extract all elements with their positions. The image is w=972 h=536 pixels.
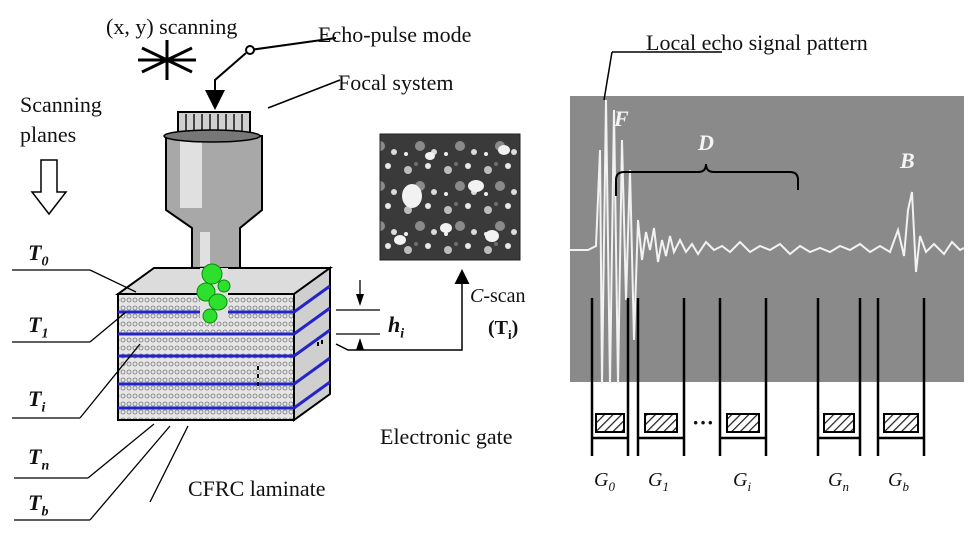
xy-scanning-arrows-icon bbox=[138, 40, 196, 80]
gate-hatch-boxes bbox=[595, 413, 919, 433]
scanning-planes-label: Scanning planes bbox=[20, 92, 102, 147]
layer-label-tn: Tn bbox=[28, 444, 50, 474]
focal-system-label: Focal system bbox=[338, 70, 454, 95]
gate-ellipsis: ··· bbox=[692, 410, 715, 435]
thickness-marker bbox=[336, 280, 380, 350]
cscan-label: C-scan bbox=[470, 285, 526, 307]
gate-label-g0: G0 bbox=[594, 469, 615, 494]
gate-label-gb: Gb bbox=[888, 469, 909, 494]
layer-label-t1: T1 bbox=[28, 312, 49, 342]
layer-leader-lines bbox=[12, 269, 189, 521]
cscan-layer-label: (Ti) bbox=[488, 317, 519, 342]
echo-waveform bbox=[570, 99, 965, 385]
ultrasound-beam bbox=[196, 263, 231, 324]
back-echo-label: B bbox=[900, 148, 915, 173]
echo-pulse-mode-label: Echo-pulse mode bbox=[318, 22, 472, 47]
cfrc-laminate-label: CFRC laminate bbox=[188, 476, 326, 501]
front-echo-label: F bbox=[614, 106, 629, 131]
gate-label-g1: G1 bbox=[648, 469, 669, 494]
echo-pulse-connector bbox=[205, 37, 337, 110]
layer-label-ti: Ti bbox=[28, 386, 46, 416]
electronic-gates bbox=[590, 298, 926, 456]
xy-scanning-label: (x, y) scanning bbox=[106, 14, 238, 39]
local-echo-signal-label: Local echo signal pattern bbox=[646, 30, 868, 55]
thickness-label: hi bbox=[388, 312, 405, 342]
gate-label-gi: Gi bbox=[733, 469, 752, 494]
focal-system-transducer bbox=[163, 79, 341, 269]
defect-echo-label: D bbox=[698, 130, 714, 155]
cscan-image bbox=[379, 133, 521, 261]
electronic-gate-label: Electronic gate bbox=[380, 424, 513, 449]
gate-label-gn: Gn bbox=[828, 469, 849, 494]
layer-label-t0: T0 bbox=[28, 240, 49, 270]
scanning-planes-arrow bbox=[30, 159, 68, 216]
cscan-connector bbox=[335, 269, 470, 351]
layer-label-tb: Tb bbox=[28, 490, 49, 520]
